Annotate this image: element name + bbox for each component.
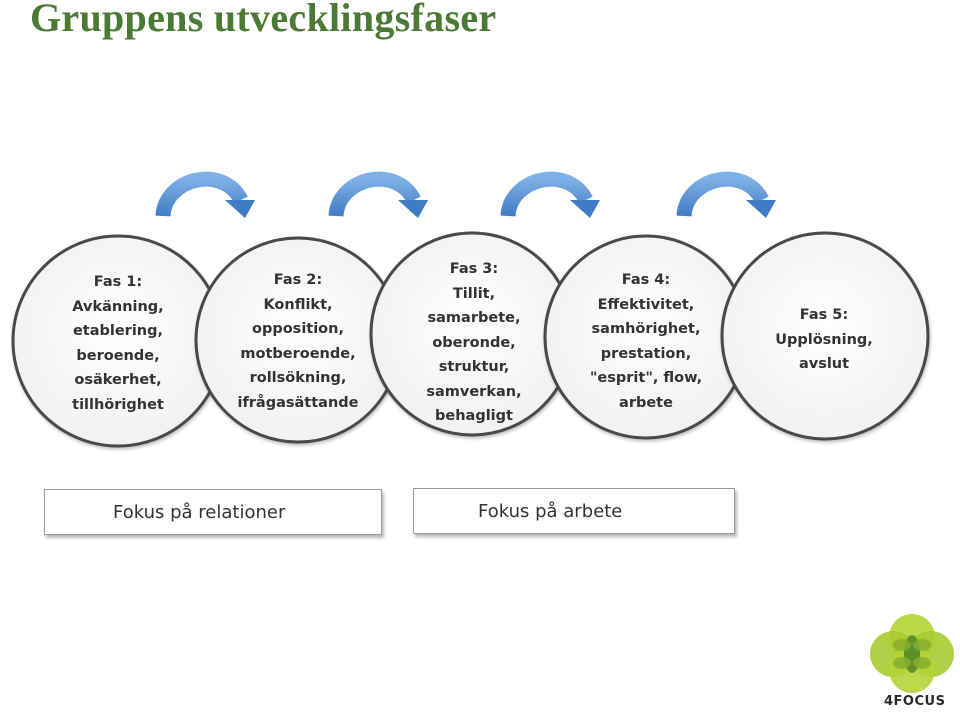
phase-1-line: osäkerhet,: [74, 372, 162, 388]
phase-3-line: samverkan,: [426, 383, 522, 400]
phase-4-line: Effektivitet,: [597, 296, 695, 313]
phase-4-line: arbete: [619, 394, 673, 411]
logo-wordmark: 4FOCUS: [884, 694, 946, 709]
logo-icon: [870, 614, 954, 693]
arrow-2-to-3-icon: [328, 171, 428, 218]
phase-1-line: tillhörighet: [72, 396, 164, 413]
phase-3-line: Tillit,: [452, 285, 496, 302]
phase-3-text: Fas 3: Tillit, samarbete, oberonde, stru…: [399, 257, 549, 429]
phase-2-line: motberoende,: [240, 345, 356, 362]
phase-4-line: "esprit", flow,: [589, 370, 703, 386]
phase-4-line: samhörighet,: [591, 321, 701, 337]
page-title: Gruppens utvecklingsfaser: [30, 0, 497, 40]
focus-work-box: Fokus på arbete: [413, 488, 735, 534]
phase-2-line: Konflikt,: [263, 296, 333, 313]
phase-3-line: struktur,: [438, 359, 510, 375]
phase-4-text: Fas 4: Effektivitet, samhörighet, presta…: [571, 268, 721, 415]
phase-3-line: oberonde,: [432, 334, 516, 351]
arrow-1-to-2-icon: [155, 171, 255, 218]
phase-2-text: Fas 2: Konflikt, opposition, motberoende…: [223, 268, 373, 415]
phase-5-line: avslut: [798, 356, 850, 372]
phase-3-heading: Fas 3:: [449, 261, 499, 277]
phase-3-line: samarbete,: [427, 310, 521, 326]
phase-1-line: Avkänning,: [72, 298, 164, 315]
phase-4-line: prestation,: [600, 345, 692, 362]
focus-relations-box: Fokus på relationer: [44, 489, 382, 535]
phase-1-text: Fas 1: Avkänning, etablering, beroende, …: [43, 270, 193, 417]
phase-2-line: rollsökning,: [249, 370, 347, 386]
phase-1-heading: Fas 1:: [93, 274, 143, 290]
phase-1-line: beroende,: [76, 347, 160, 364]
arrow-4-to-5-icon: [676, 171, 776, 218]
phase-2-line: opposition,: [252, 321, 344, 337]
phase-2-heading: Fas 2:: [273, 272, 323, 288]
phase-5-line: Upplösning,: [775, 331, 873, 348]
phase-3-line: behagligt: [435, 408, 513, 424]
arrow-3-to-4-icon: [500, 171, 600, 218]
phase-5-text: Fas 5: Upplösning, avslut: [749, 303, 899, 377]
phase-4-heading: Fas 4:: [621, 272, 671, 288]
phase-1-line: etablering,: [72, 323, 164, 339]
focus-relations-label: Fokus på relationer: [113, 501, 286, 523]
phase-5-circle: [720, 231, 930, 441]
phase-2-line: ifrågasättande: [237, 394, 359, 411]
phase-5-heading: Fas 5:: [799, 307, 849, 323]
focus-work-label: Fokus på arbete: [478, 500, 623, 522]
